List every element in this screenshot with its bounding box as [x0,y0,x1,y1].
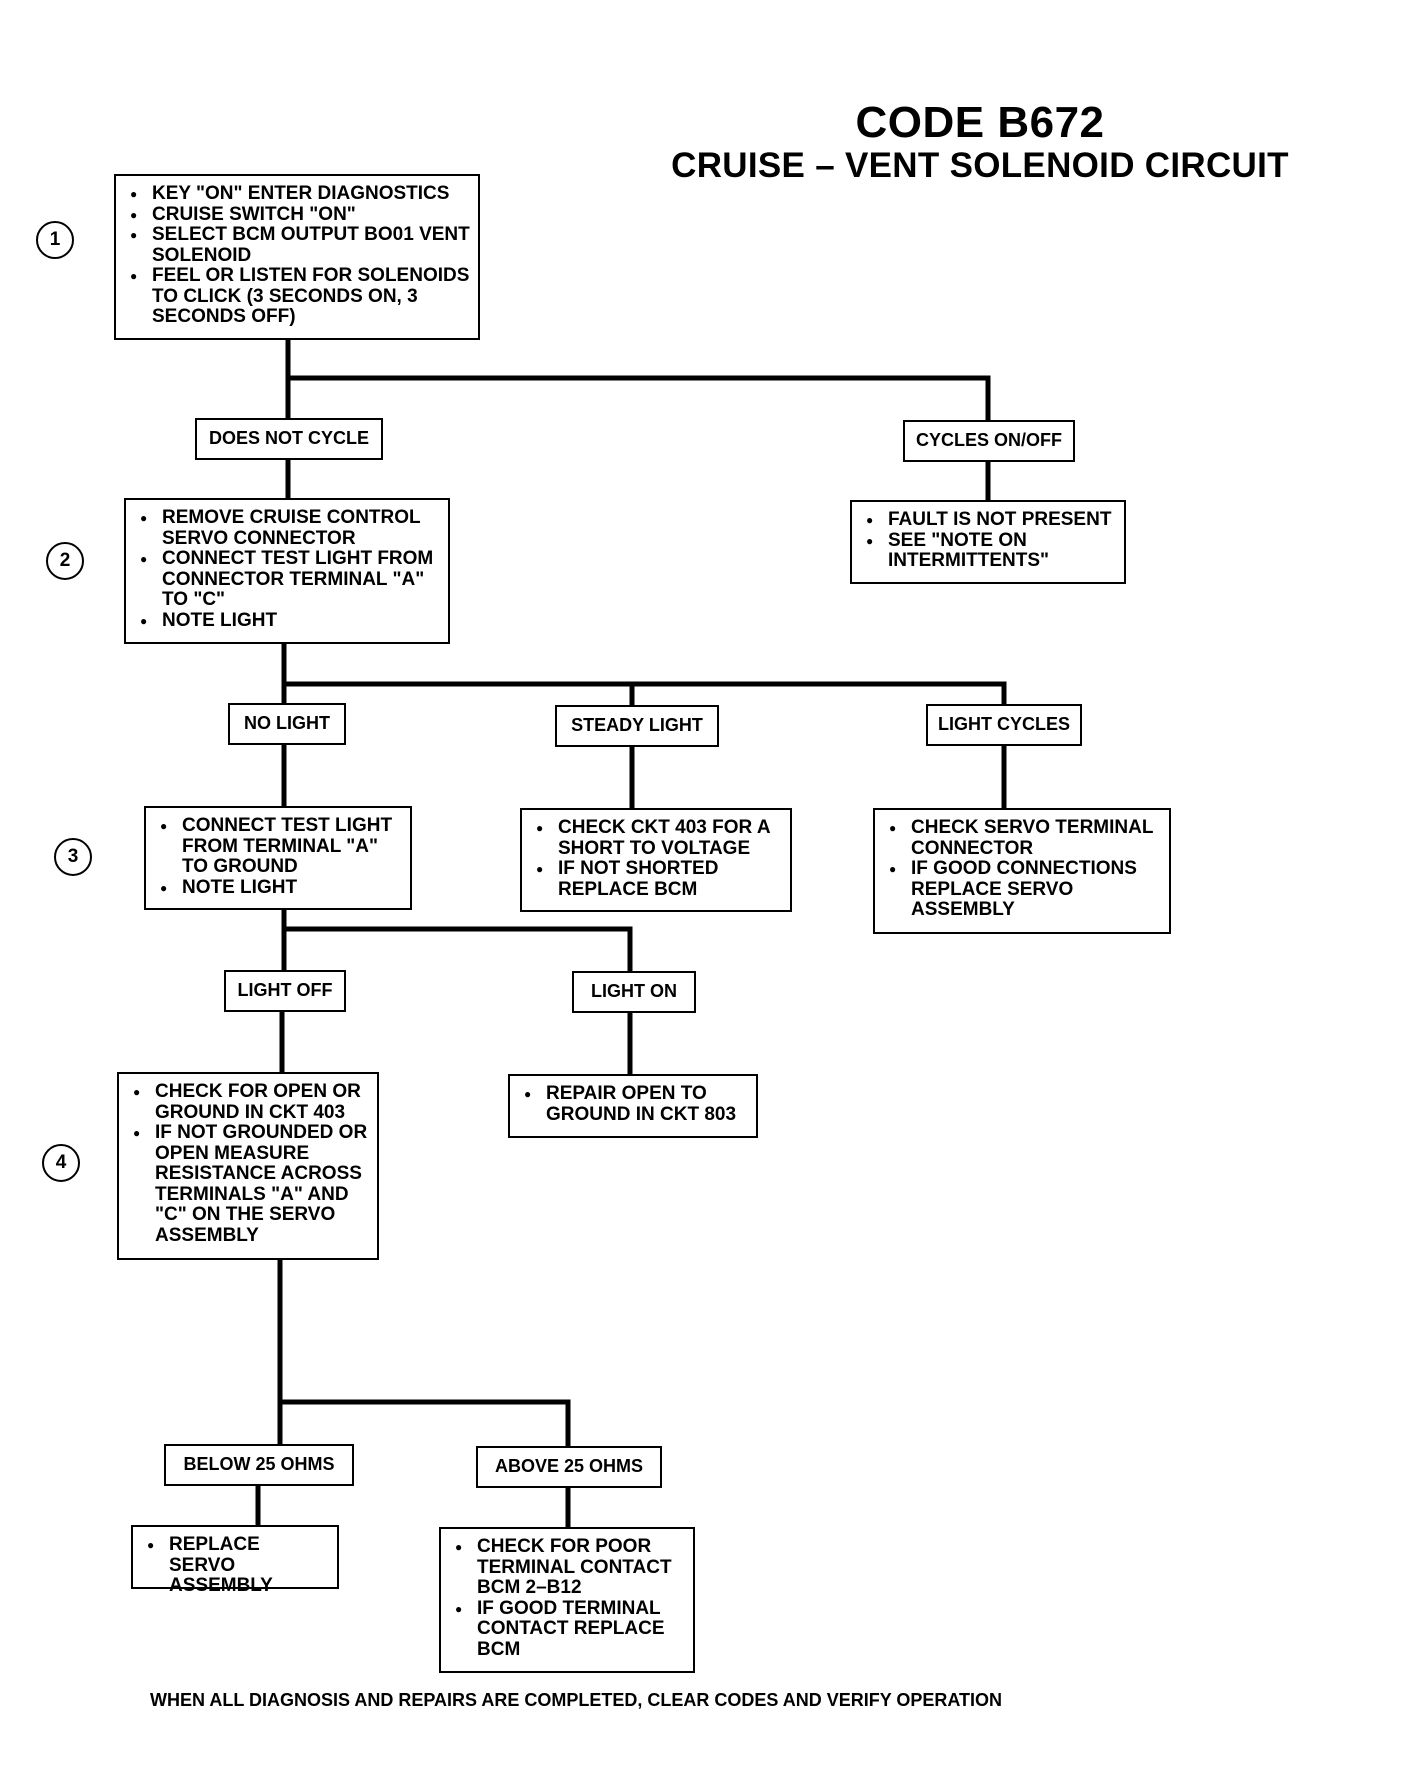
label-below-25-ohms: BELOW 25 OHMS [164,1444,354,1486]
footer-note: WHEN ALL DIAGNOSIS AND REPAIRS ARE COMPL… [150,1690,1003,1710]
step2-box: REMOVE CRUISE CONTROL SERVO CONNECTOR CO… [124,498,450,644]
cycles-item: CHECK SERVO TERMINAL CONNECTOR [885,817,1163,859]
step4-box: CHECK FOR OPEN OR GROUND IN CKT 403 IF N… [117,1072,379,1260]
label-steady-light: STEADY LIGHT [555,705,719,747]
label-light-off: LIGHT OFF [224,970,346,1012]
fault-not-present-box: FAULT IS NOT PRESENT SEE "NOTE ON INTERM… [850,500,1126,584]
step2-item: REMOVE CRUISE CONTROL SERVO CONNECTOR [136,507,442,549]
fault-item: FAULT IS NOT PRESENT [862,509,1118,531]
steady-item: IF NOT SHORTED REPLACE BCM [532,858,784,900]
step-marker-4: 4 [42,1144,80,1182]
step2-item: NOTE LIGHT [136,610,442,632]
step-marker-2: 2 [46,542,84,580]
replace-servo-box: REPLACE SERVO ASSEMBLY [131,1525,339,1596]
step3-box: CONNECT TEST LIGHT FROM TERMINAL "A" TO … [144,806,412,910]
poor-item: CHECK FOR POOR TERMINAL CONTACT BCM 2–B1… [451,1536,687,1599]
servo-terminal-box: CHECK SERVO TERMINAL CONNECTOR IF GOOD C… [873,808,1171,934]
step-marker-3: 3 [54,838,92,876]
label-light-cycles: LIGHT CYCLES [926,704,1082,746]
step1-item: KEY "ON" ENTER DIAGNOSTICS [126,183,472,205]
label-light-on: LIGHT ON [572,971,696,1013]
label-does-not-cycle: DOES NOT CYCLE [195,418,383,460]
fault-item: SEE "NOTE ON INTERMITTENTS" [862,530,1118,572]
step3-item: NOTE LIGHT [156,877,404,899]
step1-item: FEEL OR LISTEN FOR SOLENOIDS TO CLICK (3… [126,265,472,328]
step1-box: KEY "ON" ENTER DIAGNOSTICS CRUISE SWITCH… [114,174,480,340]
diagram-code-title: CODE B672 [855,98,1105,147]
step1-item: CRUISE SWITCH "ON" [126,204,472,226]
label-no-light: NO LIGHT [228,703,346,745]
step2-item: CONNECT TEST LIGHT FROM CONNECTOR TERMIN… [136,548,442,611]
step3-item: CONNECT TEST LIGHT FROM TERMINAL "A" TO … [156,815,404,878]
cycles-item: IF GOOD CONNECTIONS REPLACE SERVO ASSEMB… [885,858,1163,921]
diagram-subtitle: CRUISE – VENT SOLENOID CIRCUIT [671,146,1289,185]
repair-item: REPAIR OPEN TO GROUND IN CKT 803 [520,1083,750,1125]
poor-terminal-contact-box: CHECK FOR POOR TERMINAL CONTACT BCM 2–B1… [439,1527,695,1673]
poor-item: IF GOOD TERMINAL CONTACT REPLACE BCM [451,1598,687,1661]
steady-item: CHECK CKT 403 FOR A SHORT TO VOLTAGE [532,817,784,859]
label-above-25-ohms: ABOVE 25 OHMS [476,1446,662,1488]
short-to-voltage-box: CHECK CKT 403 FOR A SHORT TO VOLTAGE IF … [520,808,792,912]
repair-open-box: REPAIR OPEN TO GROUND IN CKT 803 [508,1074,758,1138]
step4-item: IF NOT GROUNDED OR OPEN MEASURE RESISTAN… [129,1122,371,1246]
label-cycles-on-off: CYCLES ON/OFF [903,420,1075,462]
replace-item: REPLACE SERVO ASSEMBLY [143,1534,331,1597]
step-marker-1: 1 [36,221,74,259]
step4-item: CHECK FOR OPEN OR GROUND IN CKT 403 [129,1081,371,1123]
step1-item: SELECT BCM OUTPUT BO01 VENT SOLENOID [126,224,472,266]
